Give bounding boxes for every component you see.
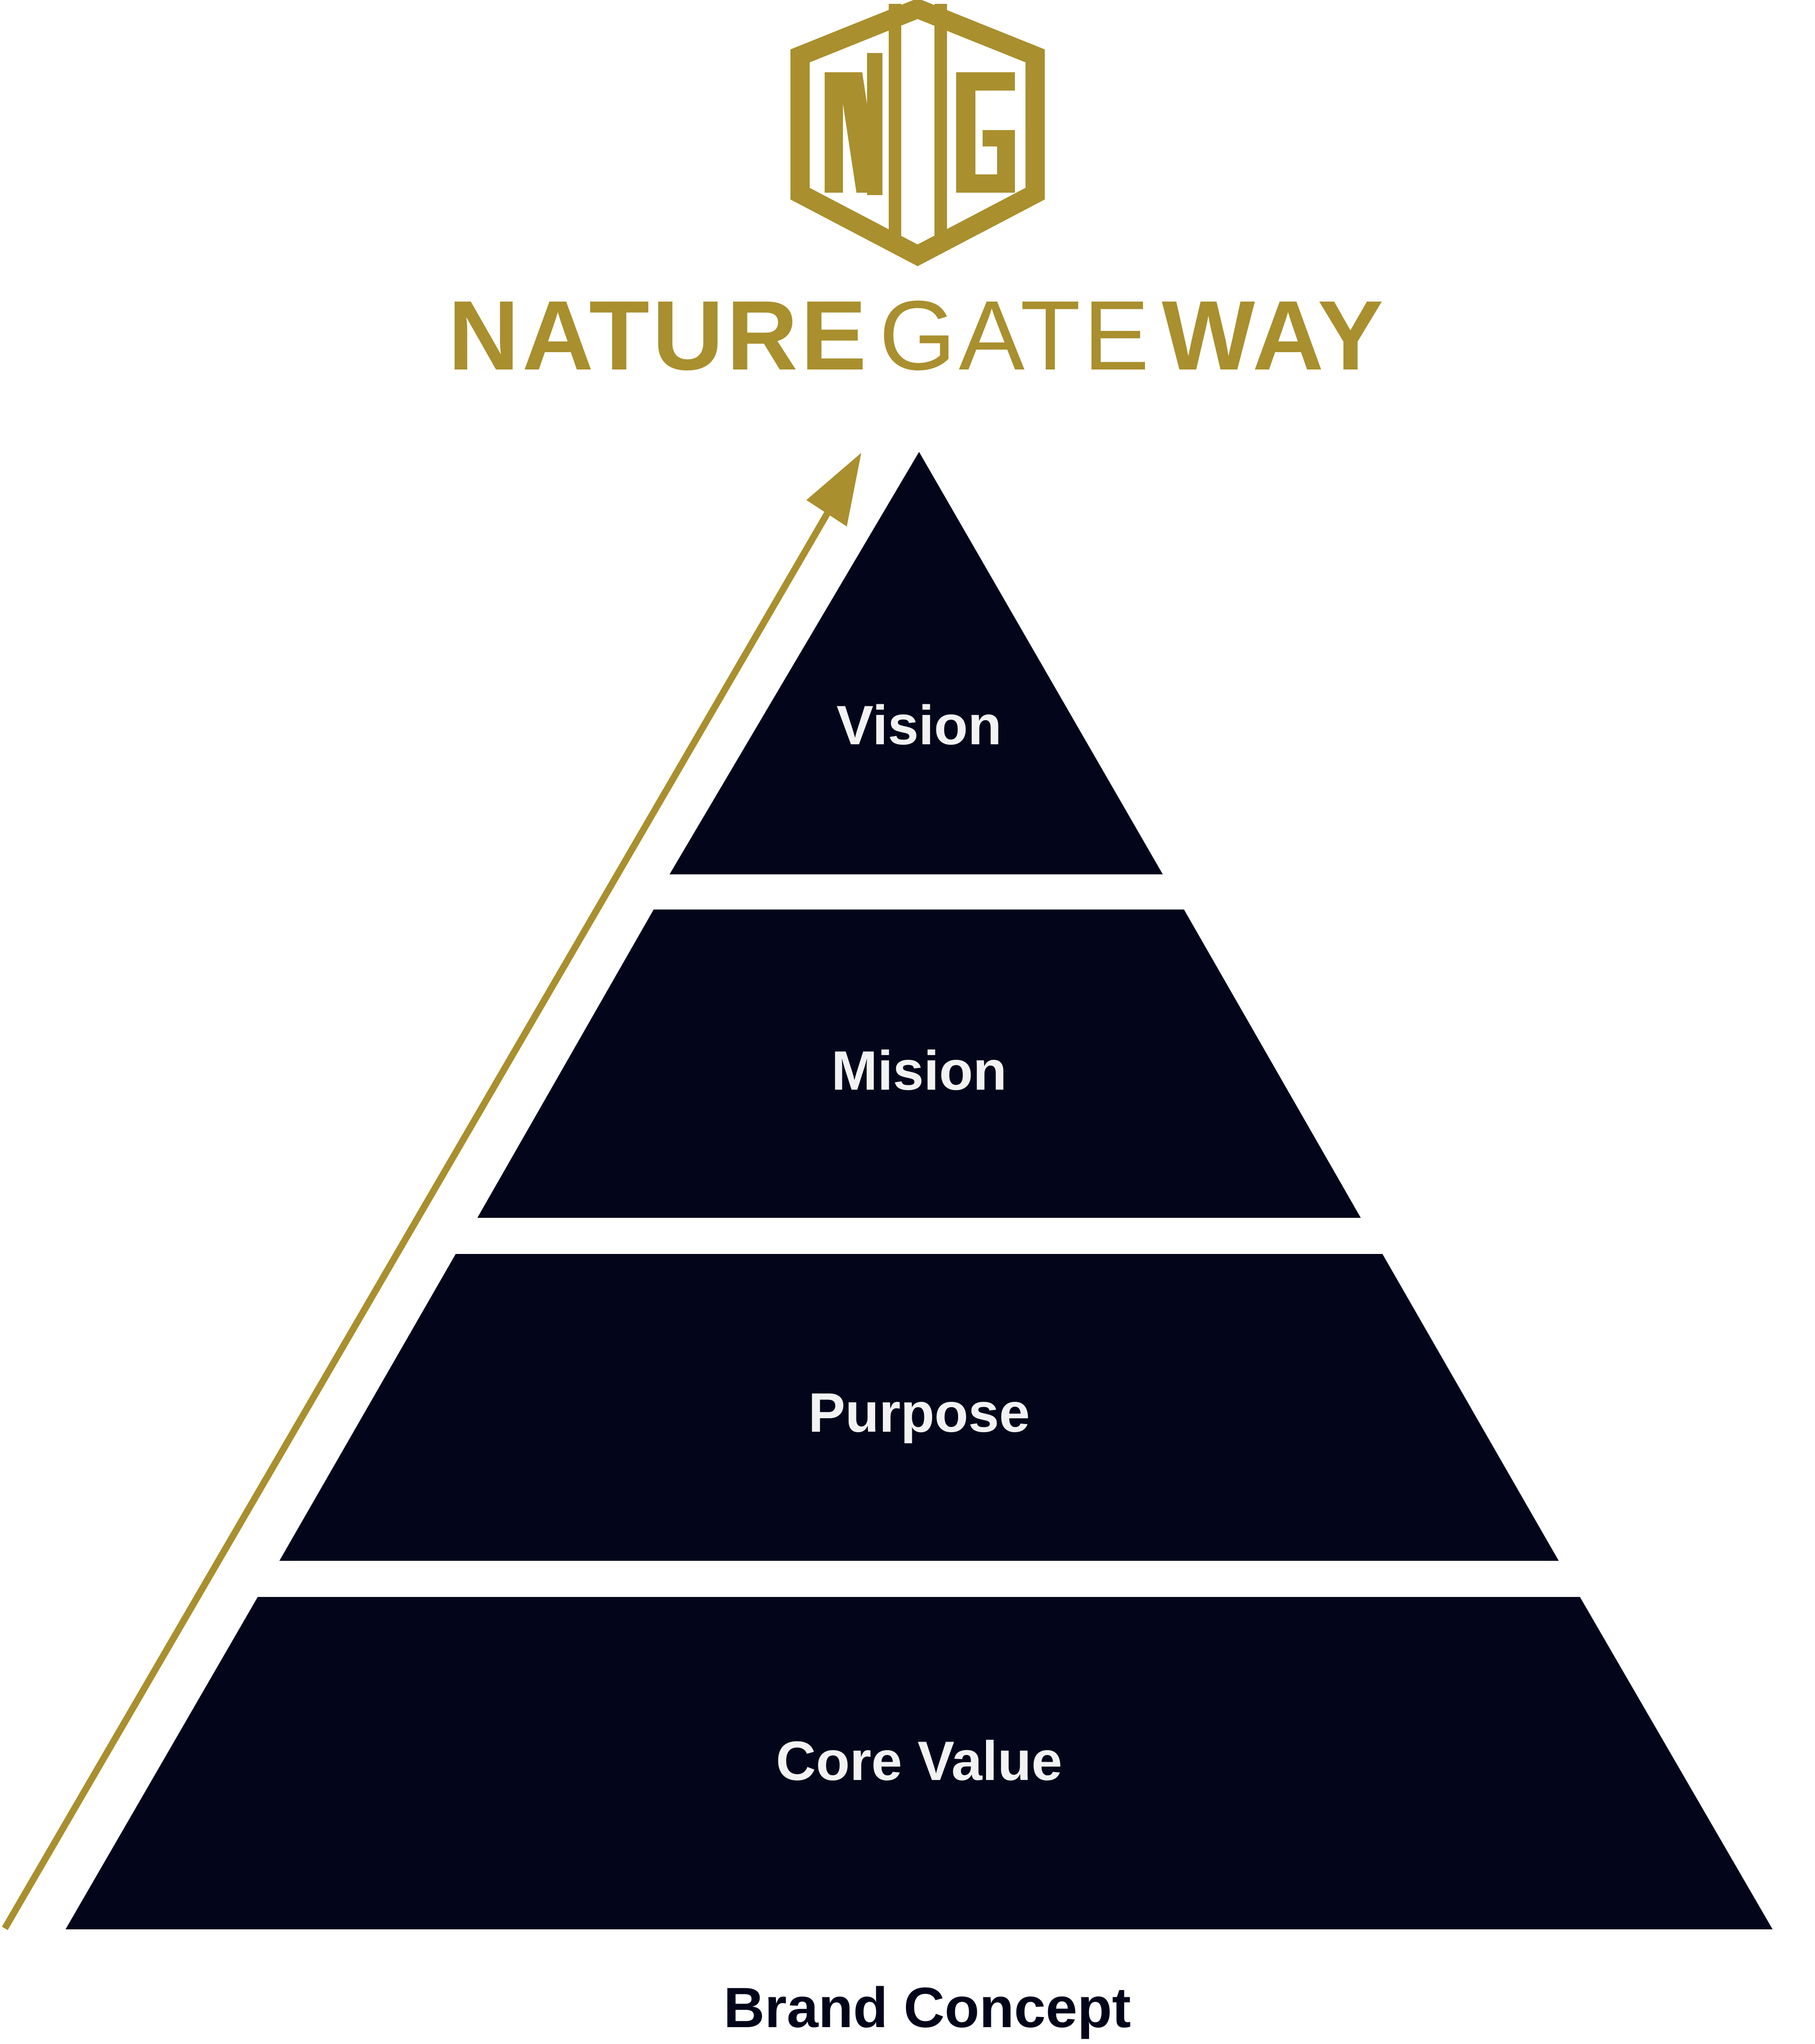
pyramid-tier-label: Mision <box>831 1040 1007 1102</box>
brand-logo <box>790 0 1045 266</box>
brand-wordmark: NATUREGATEWAY <box>448 280 1386 391</box>
diagram-caption: Brand Concept <box>723 1976 1131 2040</box>
arrow-head <box>806 453 861 527</box>
pyramid-tier-core-value <box>66 1597 1773 1929</box>
logo-center-bar-right <box>934 4 947 251</box>
pyramid-tier-label: Vision <box>837 695 1002 756</box>
pyramid-tier-label: Purpose <box>808 1382 1030 1444</box>
up-right-arrow-icon <box>1 453 861 1930</box>
pyramid: Vision Mision Purpose Core Value <box>66 452 1773 1929</box>
arrow-shaft <box>1 508 833 1930</box>
logo-center-bar-left <box>889 4 901 251</box>
logo-letter-n <box>825 53 882 195</box>
pyramid-tier-purpose <box>279 1254 1559 1561</box>
pyramid-tier-mision <box>477 910 1361 1218</box>
logo-hexagon <box>790 0 1045 266</box>
pyramid-tier-label: Core Value <box>776 1730 1062 1792</box>
wordmark-part-way: WAY <box>1162 280 1386 391</box>
wordmark-part-gate: GATE <box>879 280 1152 391</box>
wordmark-part-nature: NATURE <box>448 280 869 391</box>
logo-letter-g <box>956 72 1015 193</box>
pyramid-tier-vision <box>670 452 1163 874</box>
